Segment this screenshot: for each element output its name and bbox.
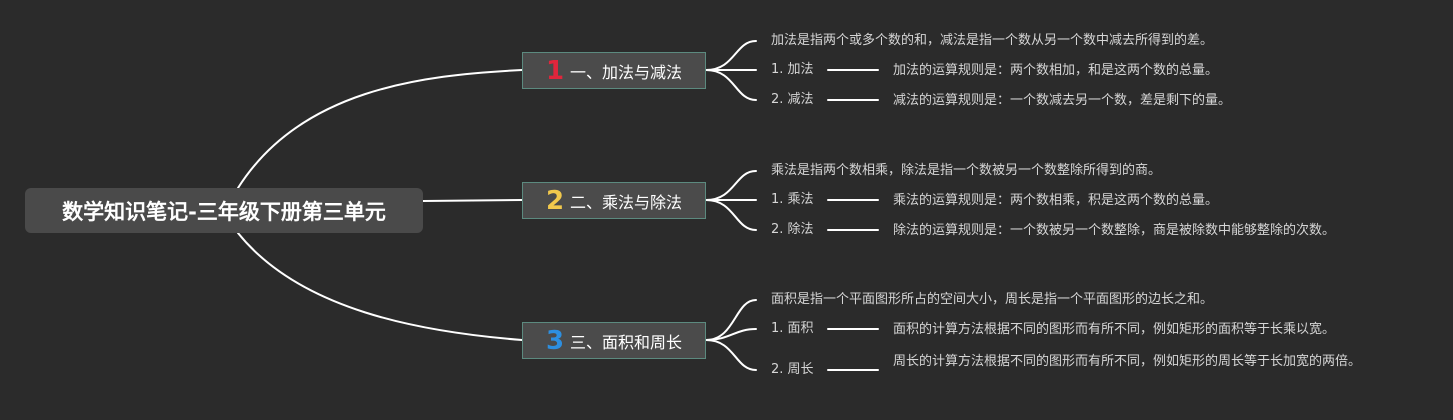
branch-2-item-1-detail: 乘法的运算规则是：两个数相乘，积是这两个数的总量。 — [893, 193, 1219, 208]
branch-1-to-item-2-line — [705, 69, 757, 101]
branch-topic-2[interactable]: 2 二、乘法与除法 — [522, 182, 706, 219]
branch-2-title: 二、乘法与除法 — [570, 192, 683, 212]
root-to-branch-2-line — [422, 199, 523, 202]
branch-1-item-1-label[interactable]: 1. 加法 — [771, 62, 814, 77]
branch-1-item-2-detail: 减法的运算规则是：一个数减去另一个数，差是剩下的量。 — [893, 93, 1232, 108]
branch-3-item-1-label[interactable]: 1. 面积 — [771, 321, 814, 336]
branch-1-item-1-detail: 加法的运算规则是：两个数相加，和是这两个数的总量。 — [893, 63, 1219, 78]
branch-2-item-2-label[interactable]: 2. 除法 — [771, 222, 814, 237]
root-topic-label: 数学知识笔记-三年级下册第三单元 — [62, 199, 386, 224]
branch-3-summary: 面积是指一个平面图形所占的空间大小，周长是指一个平面图形的边长之和。 — [771, 292, 1214, 307]
branch-2-item-2-detail: 除法的运算规则是：一个数被另一个数整除，商是被除数中能够整除的次数。 — [893, 223, 1336, 238]
branch-3-item-2-label[interactable]: 2. 周长 — [771, 362, 814, 377]
root-topic[interactable]: 数学知识笔记-三年级下册第三单元 — [25, 188, 423, 233]
branch-3-number-icon: 3 — [545, 325, 565, 356]
branch-3-item-1-detail: 面积的计算方法根据不同的图形而有所不同，例如矩形的面积等于长乘以宽。 — [893, 322, 1336, 337]
branch-1-number-icon: 1 — [545, 55, 565, 86]
branch-topic-1[interactable]: 1 一、加法与减法 — [522, 52, 706, 89]
branch-2-summary: 乘法是指两个数相乘，除法是指一个数被另一个数整除所得到的商。 — [771, 163, 1162, 178]
root-to-branch-3-line — [237, 232, 523, 341]
branch-3-title: 三、面积和周长 — [570, 332, 683, 352]
branch-1-title: 一、加法与减法 — [570, 62, 683, 82]
root-to-branch-1-line — [237, 69, 523, 189]
branch-3-to-item-2-line — [705, 339, 757, 371]
branch-2-to-item-2-line — [705, 199, 757, 231]
branch-2-to-summary-line — [705, 170, 757, 201]
branch-3-item-2-detail: 周长的计算方法根据不同的图形而有所不同，例如矩形的周长等于长加宽的两倍。 — [893, 354, 1362, 369]
branch-1-summary: 加法是指两个或多个数的和，减法是指一个数从另一个数中减去所得到的差。 — [771, 33, 1214, 48]
branch-topic-3[interactable]: 3 三、面积和周长 — [522, 322, 706, 359]
branch-2-number-icon: 2 — [545, 185, 565, 216]
branch-1-to-summary-line — [705, 40, 757, 71]
branch-2-item-1-label[interactable]: 1. 乘法 — [771, 192, 814, 207]
branch-1-item-2-label[interactable]: 2. 减法 — [771, 92, 814, 107]
